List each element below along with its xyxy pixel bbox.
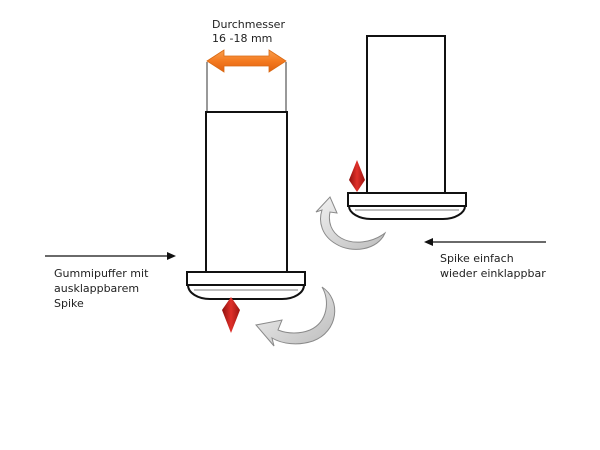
rotation-arrow-left — [255, 286, 336, 347]
right-label-line1: Spike einfach — [440, 252, 514, 265]
dimension-label-line2: 16 -18 mm — [212, 32, 273, 45]
rotation-arrow-right — [315, 196, 387, 250]
bolt-flange-left — [186, 271, 306, 286]
diameter-dimension-arrow — [206, 49, 287, 73]
left-label-line1: Gummipuffer mit — [54, 267, 149, 280]
right-pointer-arrowhead — [424, 238, 433, 246]
left-bolt-assembly — [45, 49, 336, 347]
right-bolt-assembly — [315, 35, 546, 250]
left-label-line3: Spike — [54, 297, 84, 310]
rubber-buffer-right — [347, 205, 467, 220]
bolt-flange-right — [347, 192, 467, 207]
bolt-shaft-right — [366, 35, 446, 194]
bolt-shaft-left — [205, 111, 288, 273]
right-label-line2: wieder einklappbar — [440, 267, 546, 280]
dimension-label-line1: Durchmesser — [212, 18, 285, 31]
spike-extended — [222, 297, 240, 333]
spike-folded — [349, 160, 365, 192]
left-pointer-arrowhead — [167, 252, 176, 260]
left-label-line2: ausklappbarem — [54, 282, 140, 295]
rubber-buffer-left — [186, 284, 306, 300]
